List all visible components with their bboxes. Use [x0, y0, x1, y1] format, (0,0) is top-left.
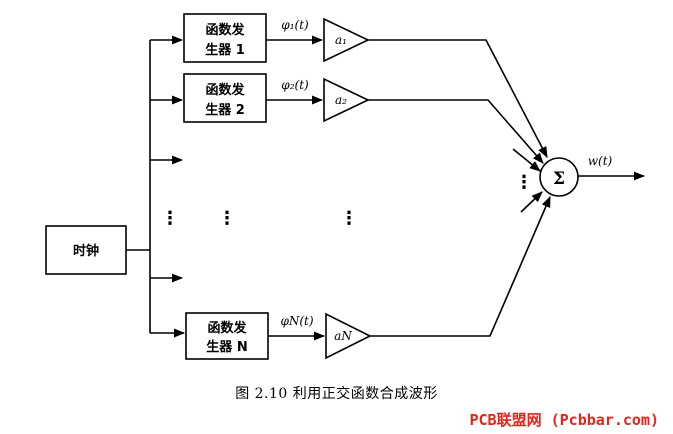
ellipsis-group: ⋮ ⋮ ⋮ ⋮	[161, 172, 533, 229]
ellipsis-bus: ⋮	[161, 208, 179, 229]
ellipsis-amplifiers: ⋮	[340, 208, 358, 229]
generator-n-line2: 生器 N	[206, 339, 247, 355]
watermark-text: PCB联盟网 (Pcbbar.com)	[469, 411, 660, 429]
figure-caption: 图 2.10 利用正交函数合成波形	[235, 386, 438, 402]
sum-input-line-n	[370, 195, 551, 337]
generator-n-line1: 函数发	[207, 320, 247, 336]
summing-junction: Σ	[539, 157, 579, 197]
generator-2-line1: 函数发	[205, 82, 245, 98]
sum-input-line-1	[368, 39, 548, 158]
gain-label-1: a₁	[335, 33, 347, 47]
signal-label-n: φN(t)	[280, 314, 313, 328]
generator-1-line1: 函数发	[205, 22, 245, 38]
function-generator-2: 函数发 生器 2	[183, 73, 267, 123]
gain-amplifier-n: aN	[325, 312, 372, 360]
ellipsis-generators: ⋮	[218, 208, 236, 229]
sum-symbol: Σ	[553, 169, 565, 189]
generator-2-line2: 生器 2	[205, 102, 245, 118]
generator-1-line2: 生器 1	[205, 42, 245, 58]
function-generator-1: 函数发 生器 1	[183, 13, 267, 63]
gain-label-2: a₂	[335, 93, 347, 107]
sum-input-extra-lower	[520, 191, 543, 213]
signal-label-1: φ₁(t)	[281, 18, 309, 32]
ellipsis-sum-inputs: ⋮	[515, 172, 533, 193]
sum-input-extra-upper	[512, 148, 541, 172]
output-label: w(t)	[588, 154, 613, 168]
clock-label: 时钟	[73, 243, 99, 259]
sum-input-line-2	[368, 99, 544, 164]
clock-block: 时钟	[45, 225, 127, 275]
gain-amplifier-2: a₂	[323, 77, 370, 123]
signal-label-2: φ₂(t)	[281, 78, 309, 92]
gain-amplifier-1: a₁	[323, 17, 370, 63]
gain-label-n: aN	[334, 329, 352, 343]
function-generator-n: 函数发 生器 N	[185, 312, 269, 360]
